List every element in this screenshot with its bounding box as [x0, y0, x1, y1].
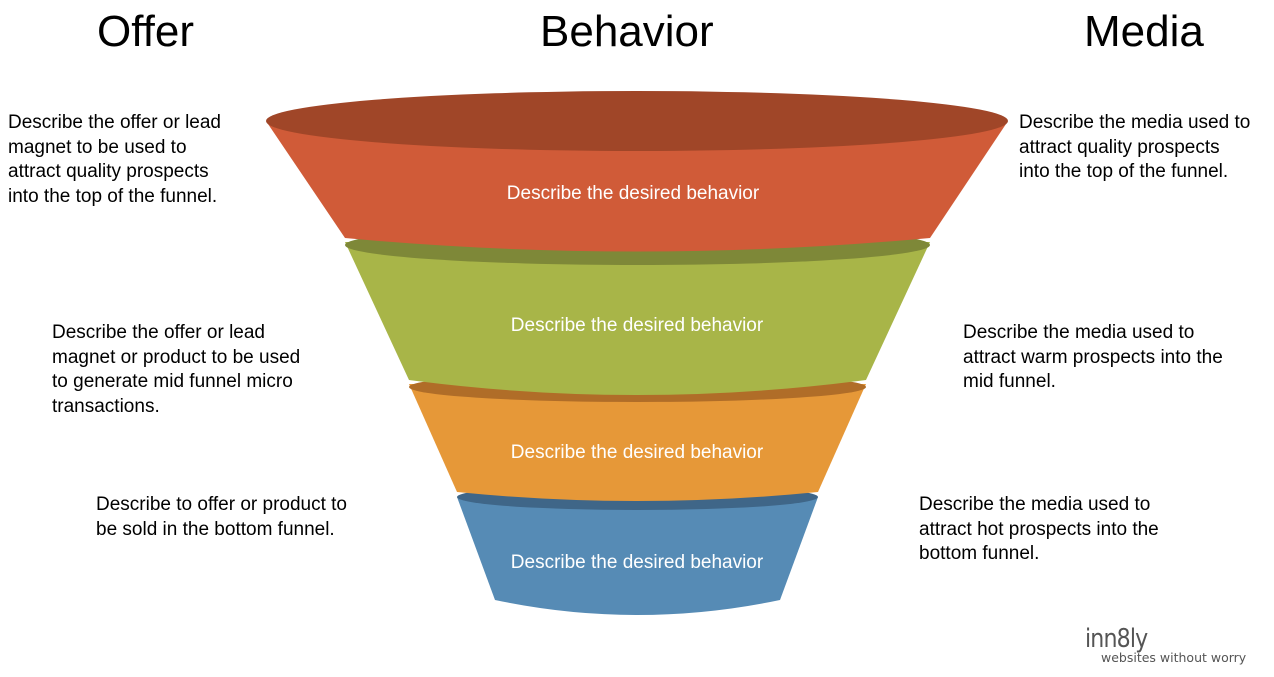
funnel-tier-bottom-label: Describe the desired behavior: [511, 552, 764, 573]
media-heading: Media: [1084, 7, 1204, 56]
funnel-tier-top: Describe the desired behavior: [266, 91, 1008, 252]
offer-description-bottom: Describe to offer or product to be sold …: [96, 494, 347, 540]
funnel-tier-top-rim: [266, 91, 1008, 151]
inn8ly-logo: inn8ly websites without worry: [1085, 624, 1255, 668]
behavior-heading: Behavior: [540, 7, 714, 56]
media-description-middle: Describe the media used to attract warm …: [963, 322, 1223, 392]
funnel-tier-second-label: Describe the desired behavior: [511, 315, 764, 336]
funnel-tier-bottom: Describe the desired behavior: [457, 484, 818, 615]
funnel-tier-top-body: [266, 121, 1008, 252]
funnel-tier-third-label: Describe the desired behavior: [511, 442, 764, 463]
offer-heading: Offer: [97, 7, 195, 56]
funnel-tier-bottom-body: [457, 497, 818, 615]
offer-description-top: Describe the offer or lead magnet to be …: [8, 112, 221, 207]
funnel-tier-top-label: Describe the desired behavior: [507, 183, 760, 204]
logo-tagline: websites without worry: [1101, 650, 1247, 665]
offer-description-middle: Describe the offer or lead magnet or pro…: [52, 322, 301, 417]
logo-wordmark: inn8ly: [1085, 624, 1148, 654]
funnel-tier-third-body: [409, 384, 866, 501]
funnel-tier-second-body: [345, 242, 930, 395]
media-description-bottom: Describe the media used to attract hot p…: [919, 494, 1159, 564]
media-description-top: Describe the media used to attract quali…: [1019, 112, 1251, 182]
